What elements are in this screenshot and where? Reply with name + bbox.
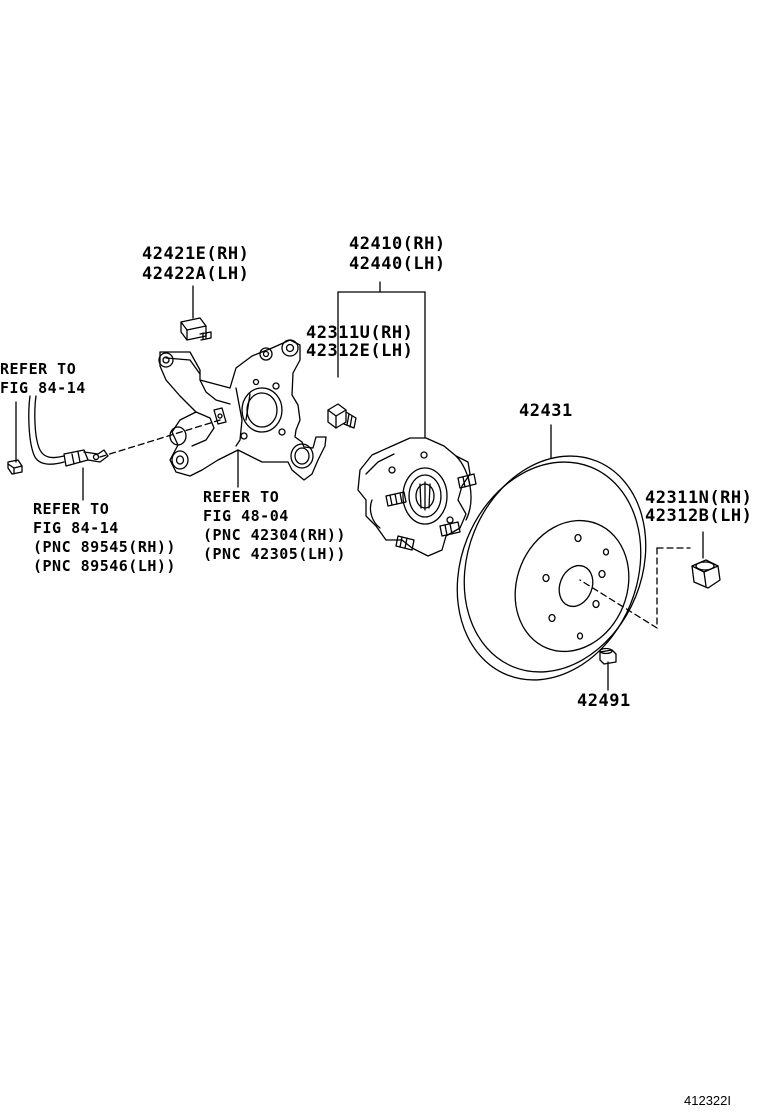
- ref-sensor-bolt-line2: FIG 84-14: [0, 379, 86, 397]
- sensor-bolt-drawing: [8, 460, 22, 474]
- label-knuckle-bolt-lh[interactable]: 42422A(LH): [142, 264, 250, 284]
- label-knuckle-bolt-rh[interactable]: 42421E(RH): [142, 244, 250, 264]
- label-hub-assembly-lh[interactable]: 42440(LH): [349, 254, 446, 274]
- hub-nut-drawing: [692, 560, 720, 588]
- leader-lines: [16, 282, 703, 690]
- label-disc[interactable]: 42431: [519, 401, 573, 421]
- ref-speed-sensor-line2: FIG 84-14: [33, 519, 119, 537]
- knuckle-bolt-drawing: [181, 318, 211, 340]
- label-hub-nut-lh[interactable]: 42312B(LH): [645, 506, 753, 526]
- label-disc-plug[interactable]: 42491: [577, 691, 631, 711]
- label-hub-nut-rh[interactable]: 42311N(RH): [645, 488, 753, 508]
- hub-bolt-drawing: [328, 404, 356, 428]
- ref-speed-sensor-line1: REFER TO: [33, 500, 110, 518]
- brake-disc-drawing: [425, 428, 677, 707]
- label-hub-bolt-rh[interactable]: 42311U(RH): [306, 323, 414, 343]
- ref-knuckle-pnc-rh[interactable]: (PNC 42304(RH)): [203, 526, 346, 544]
- ref-speed-sensor-pnc-rh[interactable]: (PNC 89545(RH)): [33, 538, 176, 556]
- hub-assembly-drawing: [358, 438, 476, 556]
- ref-sensor-bolt-line1: REFER TO: [0, 360, 77, 378]
- label-hub-bolt-lh[interactable]: 42312E(LH): [306, 341, 414, 361]
- ref-speed-sensor-pnc-lh[interactable]: (PNC 89546(LH)): [33, 557, 176, 575]
- steering-knuckle-drawing: [159, 340, 326, 480]
- ref-knuckle-line2: FIG 48-04: [203, 507, 289, 525]
- ref-knuckle-pnc-lh[interactable]: (PNC 42305(LH)): [203, 545, 346, 563]
- label-hub-assembly-rh[interactable]: 42410(RH): [349, 234, 446, 254]
- ref-knuckle-line1: REFER TO: [203, 488, 280, 506]
- figure-id: 412322I: [684, 1093, 731, 1108]
- disc-plug-drawing: [600, 649, 616, 665]
- speed-sensor-drawing: [29, 396, 108, 466]
